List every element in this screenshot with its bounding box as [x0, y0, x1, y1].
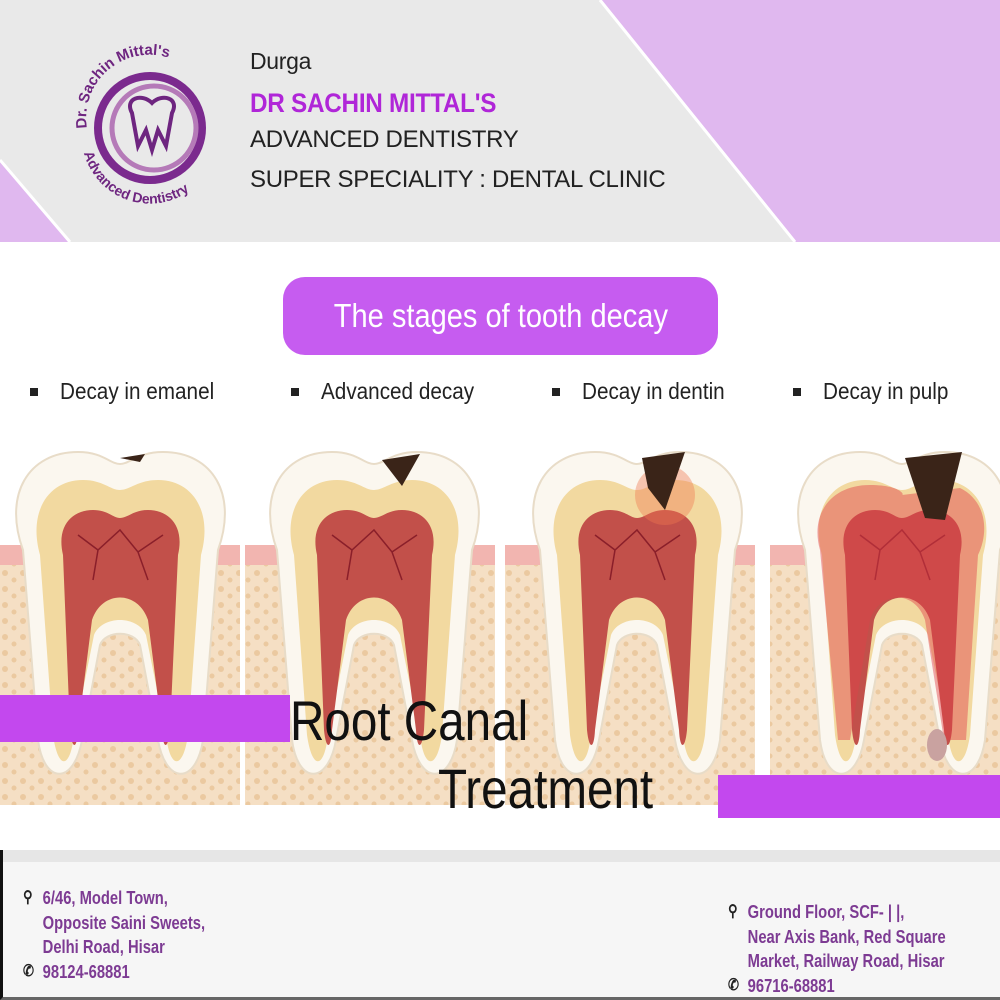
map-pin-icon: ⚲ [728, 903, 738, 920]
stage-item: Advanced decay [291, 378, 491, 405]
clinic-logo: Dr. Sachin Mittal's Advanced Dentistry [73, 42, 206, 207]
tooth-panel-advanced [245, 451, 495, 805]
stage-label: Decay in pulp [823, 378, 949, 404]
header-line-durga: Durga [250, 48, 312, 74]
address-line: Opposite Saini Sweets, [42, 912, 206, 933]
decay-spot [905, 452, 962, 520]
tooth-decay-illustration [0, 451, 1000, 805]
header-background [0, 0, 1000, 242]
tooth-panel-dentin [505, 451, 755, 805]
address-line: Delhi Road, Hisar [42, 937, 165, 957]
footer-strip [3, 850, 1000, 862]
headline-root-canal: Root Canal [290, 689, 529, 752]
address-line: Ground Floor, SCF- | |, [747, 902, 905, 922]
phone-number[interactable]: 96716-68881 [747, 975, 835, 996]
stage-item: Decay in pulp [793, 378, 962, 405]
phone-icon: ✆ [728, 976, 739, 994]
tooth-panel-enamel [0, 451, 240, 805]
bullet-icon [30, 387, 38, 396]
headline-treatment: Treatment [438, 757, 654, 820]
accent-bar-left [0, 695, 290, 742]
accent-bar-right [718, 775, 1000, 818]
tooth-panel-pulp [770, 451, 1000, 805]
decay-spot [120, 454, 145, 462]
stage-label: Decay in emanel [60, 378, 215, 404]
clinic-speciality: SUPER SPECIALITY : DENTAL CLINIC [250, 166, 666, 193]
address-line: Near Axis Bank, Red Square [747, 926, 946, 947]
stages-list: Decay in emanel Advanced decay Decay in … [0, 378, 1000, 408]
bullet-icon [552, 387, 560, 396]
bullet-icon [291, 387, 299, 396]
map-pin-icon: ⚲ [23, 889, 33, 906]
address-line: Market, Railway Road, Hisar [747, 951, 945, 971]
stage-item: Decay in emanel [30, 378, 231, 405]
address-left: ⚲ 6/46, Model Town, Opposite Saini Sweets… [23, 886, 205, 984]
phone-icon: ✆ [23, 962, 34, 980]
stage-label: Advanced decay [321, 378, 475, 404]
doctor-name: DR SACHIN MITTAL'S [250, 88, 497, 118]
bullet-icon [793, 387, 801, 396]
decay-spot [382, 454, 420, 486]
stage-label: Decay in dentin [582, 378, 725, 404]
stage-item: Decay in dentin [552, 378, 741, 405]
decay-spot [642, 452, 685, 510]
header: Dr. Sachin Mittal's Advanced Dentistry D… [0, 0, 1000, 242]
footer: ⚲ 6/46, Model Town, Opposite Saini Sweets… [0, 850, 1000, 1000]
title-pill: The stages of tooth decay [283, 277, 718, 355]
clinic-subtitle: ADVANCED DENTISTRY [250, 126, 519, 153]
title-text: The stages of tooth decay [333, 297, 668, 334]
phone-number[interactable]: 98124-68881 [42, 961, 130, 982]
address-line: 6/46, Model Town, [42, 888, 168, 908]
address-right: ⚲ Ground Floor, SCF- | |, Near Axis Bank,… [728, 900, 946, 998]
